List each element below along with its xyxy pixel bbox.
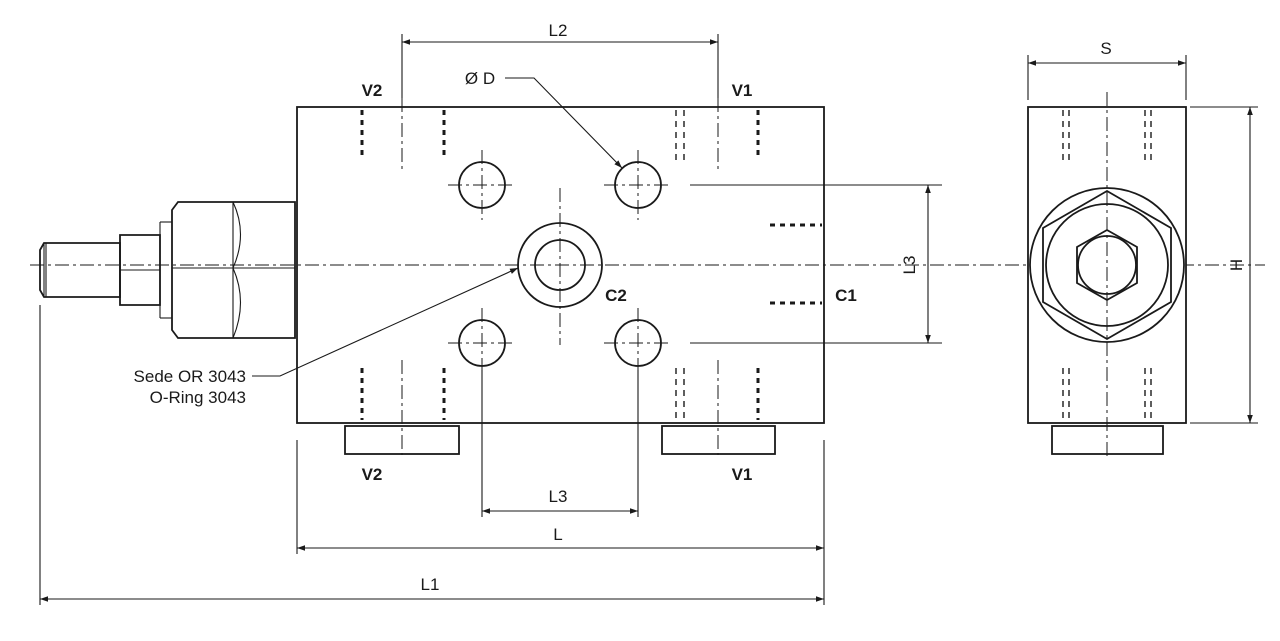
label-l3-horizontal: L3	[549, 487, 568, 506]
hidden-passages-top	[360, 110, 760, 160]
label-l2: L2	[549, 21, 568, 40]
label-l1: L1	[421, 575, 440, 594]
adjustment-stem	[39, 234, 161, 306]
leader-dia-d	[505, 77, 623, 169]
label-l3-vertical: L3	[900, 256, 919, 275]
label-port-v2-top: V2	[362, 81, 383, 100]
c2-port	[517, 188, 603, 345]
side-bottom-plug	[1051, 425, 1164, 455]
label-port-c1: C1	[835, 286, 857, 305]
label-port-v1-top: V1	[732, 81, 753, 100]
hidden-passages-bottom	[360, 368, 760, 420]
hidden-passages-c1	[770, 223, 822, 305]
label-port-c2: C2	[605, 286, 627, 305]
side-nut	[1029, 187, 1185, 343]
label-port-v1-bottom: V1	[732, 465, 753, 484]
mounting-holes	[448, 150, 672, 378]
label-o-ring: O-Ring 3043	[150, 388, 246, 407]
label-seal-seat: Sede OR 3043	[134, 367, 246, 386]
side-view	[1027, 55, 1258, 460]
bottom-plug-v2	[344, 425, 460, 455]
label-s: S	[1100, 39, 1111, 58]
label-port-v2-bottom: V2	[362, 465, 383, 484]
label-h: H	[1227, 259, 1246, 271]
hex-nut	[159, 201, 296, 339]
bottom-plug-v1	[661, 425, 776, 455]
label-dia-d: Ø D	[465, 69, 495, 88]
leader-seal-seat	[252, 267, 519, 377]
label-l: L	[553, 525, 562, 544]
